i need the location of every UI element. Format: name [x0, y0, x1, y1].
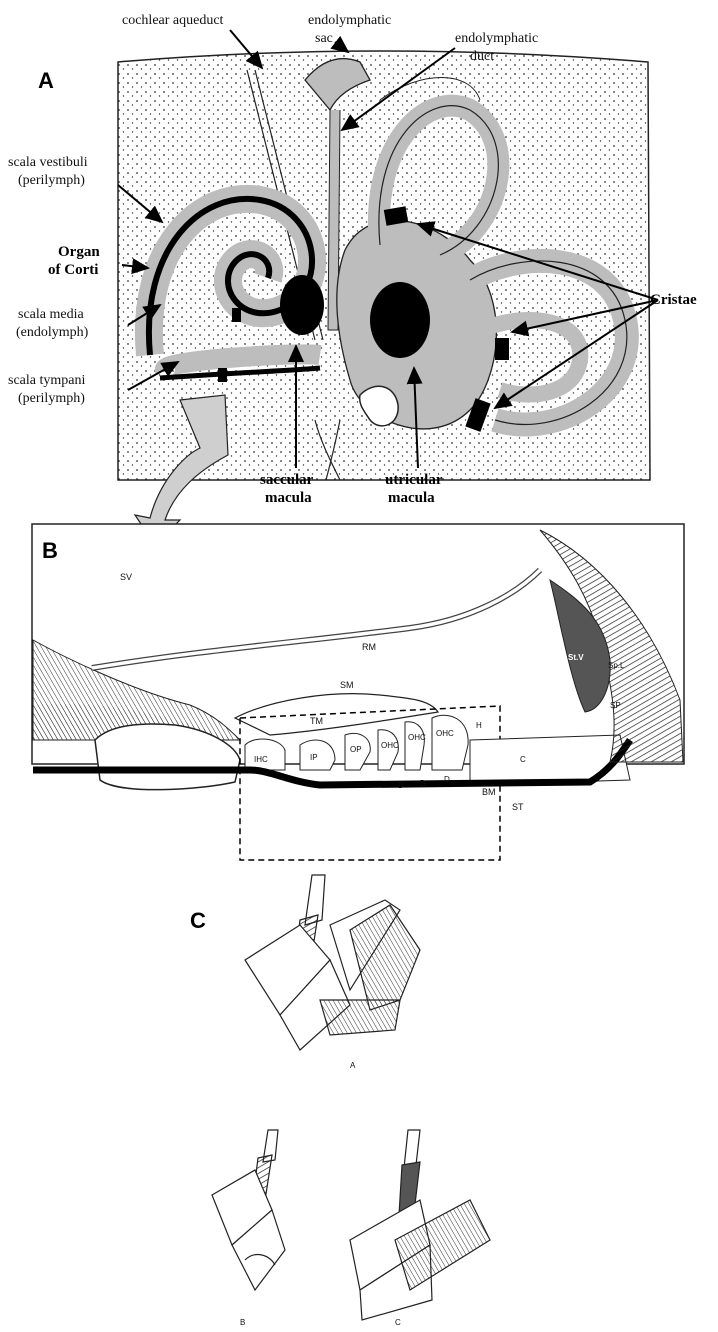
label-utricular-2: macula [388, 490, 435, 506]
label-d-1: D [398, 781, 404, 790]
label-endolymphatic-sac-1: endolymphatic [308, 13, 391, 28]
label-sv: SV [120, 572, 132, 582]
saccule [280, 275, 324, 335]
label-sm: SM [340, 680, 354, 690]
panel-b-letter: B [42, 538, 58, 563]
label-scala-media-1: scala media [18, 307, 84, 322]
label-stv: St.V [568, 653, 584, 662]
label-utricular-1: utricular [385, 472, 443, 488]
label-scala-tympani-2: (perilymph) [18, 391, 85, 406]
label-cristae: Cristae [650, 292, 697, 308]
panel-a: A [8, 13, 697, 545]
panel-c-letter: C [190, 908, 206, 933]
label-c-a: A [350, 1061, 356, 1070]
drawing-c-a [245, 875, 420, 1050]
label-ohc-1: OHC [381, 741, 399, 750]
label-saccular-1: saccular [260, 472, 314, 488]
label-h: H [476, 721, 482, 730]
label-organ-of-corti-2: of Corti [48, 262, 98, 278]
panel-a-letter: A [38, 68, 54, 93]
label-endolymphatic-duct-1: endolymphatic [455, 31, 538, 46]
label-bm: BM [482, 787, 496, 797]
label-saccular-2: macula [265, 490, 312, 506]
label-op: OP [350, 745, 362, 754]
label-ohc-3: OHC [436, 729, 454, 738]
label-scala-vestibuli-2: (perilymph) [18, 173, 85, 188]
label-cochlear-aqueduct: cochlear aqueduct [122, 13, 224, 28]
label-endolymphatic-sac-2: sac [315, 31, 333, 46]
label-c: C [520, 755, 526, 764]
label-d-2: D [420, 779, 426, 788]
label-tm: TM [310, 716, 323, 726]
panel-c: C A B C [190, 875, 490, 1327]
label-sp: SP [610, 701, 621, 710]
label-scala-tympani-1: scala tympani [8, 373, 85, 388]
label-rm: RM [362, 642, 376, 652]
label-scala-media-2: (endolymph) [16, 325, 89, 340]
label-spl: Sp.L [608, 661, 625, 670]
drawing-c-c [350, 1130, 490, 1320]
label-st: ST [512, 802, 524, 812]
label-ihc: IHC [254, 755, 268, 764]
label-organ-of-corti-1: Organ [58, 244, 100, 260]
label-c-c: C [395, 1318, 401, 1327]
panel-b: B SV RM SM TM IHC [32, 524, 684, 860]
label-endolymphatic-duct-2: duct [470, 49, 494, 64]
label-c-b: B [240, 1318, 245, 1327]
label-ip: IP [310, 753, 318, 762]
label-scala-vestibuli-1: scala vestibuli [8, 155, 88, 170]
utricular-macula-shape [370, 282, 430, 358]
label-ohc-2: OHC [408, 733, 426, 742]
drawing-c-b [212, 1130, 285, 1290]
label-d-3: D [444, 775, 450, 784]
